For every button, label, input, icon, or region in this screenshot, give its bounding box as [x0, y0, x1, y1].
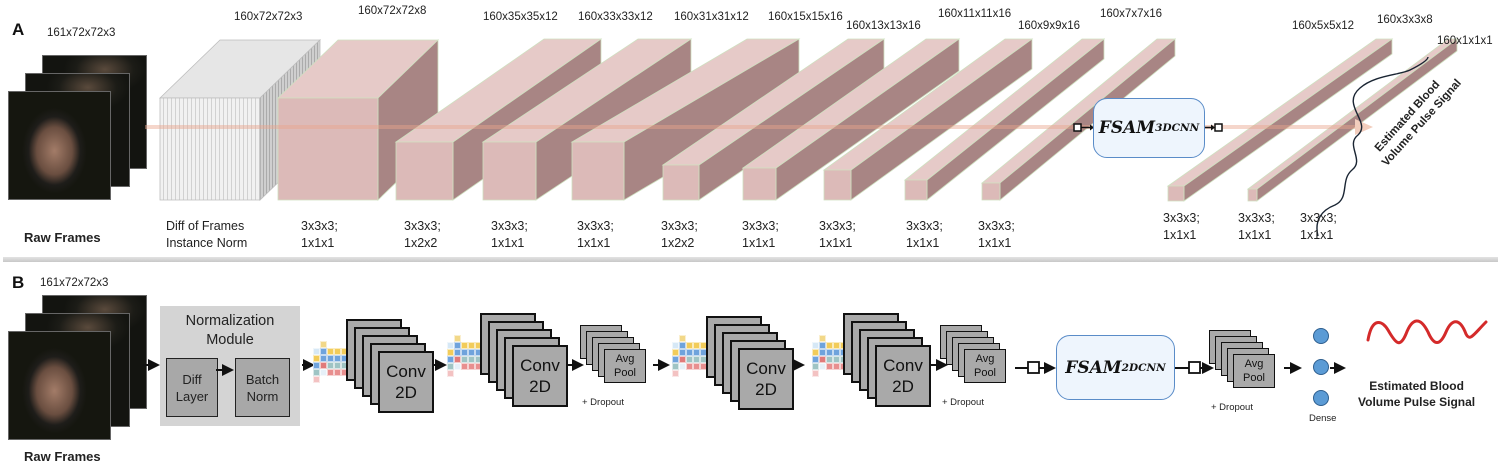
layer-shape-label: 160x7x7x16 [1100, 8, 1163, 20]
feature-map-cube-3-front [482, 141, 537, 201]
kernel-label: 3x3x3;1x1x1 [1238, 211, 1275, 242]
feature-map-cube-7-front [823, 169, 852, 201]
fsam-3d-output-node [1214, 123, 1223, 132]
feature-map-cube-10-front [1167, 185, 1185, 202]
feature-map-cube-1-front [277, 97, 379, 201]
panel-b-input-label: Raw Frames [24, 449, 101, 464]
diff-kernel-label: Diff of Frames Instance Norm [166, 219, 248, 250]
dropout-label: + Dropout [582, 397, 624, 408]
layer-shape-label: 160x31x31x12 [674, 11, 749, 23]
kernel-label: 3x3x3;1x2x2 [661, 219, 698, 250]
panel-b-output-label: Estimated Blood Volume Pulse Signal [1358, 379, 1476, 409]
layer-shape-label: 160x9x9x16 [1018, 20, 1081, 32]
panel-a-letter: A [12, 20, 25, 39]
panel-b-pulse-signal [1366, 319, 1488, 345]
layer-shape-label: 160x13x13x16 [846, 20, 921, 32]
fsam-3d-input-node [1073, 123, 1082, 132]
normalization-module-title: Normalization Module [185, 313, 275, 348]
feature-map-cube-8-front [904, 179, 928, 201]
layer-shape-label: 160x3x3x8 [1377, 14, 1433, 26]
kernel-label: 3x3x3;1x1x1 [978, 219, 1015, 250]
layer-shape-label: 160x33x33x12 [578, 11, 653, 23]
dropout-label: + Dropout [1211, 402, 1253, 413]
dense-neuron [1313, 390, 1329, 406]
feature-map-cube-11-front [1247, 188, 1258, 202]
kernel-label: 3x3x3;1x1x1 [491, 219, 528, 250]
kernel-label: 3x3x3;1x1x1 [301, 219, 338, 250]
layer-shape-label: 160x35x35x12 [483, 11, 558, 23]
panel-a-input-label: Raw Frames [24, 230, 101, 245]
fsam-2dcnn-sup: 2DCNN [1121, 361, 1166, 374]
kernel-label: 3x3x3;1x1x1 [1300, 211, 1337, 242]
kernel-label: 3x3x3;1x1x1 [906, 219, 943, 250]
diff-shape-label: 160x72x72x3 [234, 11, 303, 23]
layer-shape-label: 160x5x5x12 [1292, 20, 1355, 32]
panel-a-pulse-signal [1316, 56, 1429, 237]
face-frame-image [8, 331, 111, 440]
fsam-2dcnn-base: FSAM [1065, 357, 1122, 378]
panel-a-3dcnn-diagram [145, 38, 1459, 237]
dense-neuron [1313, 328, 1329, 344]
face-frame-image [8, 91, 111, 200]
output-shape-label: 160x1x1x1 [1437, 35, 1493, 47]
kernel-label: 3x3x3;1x1x1 [577, 219, 614, 250]
fsam-3dcnn-base: FSAM [1098, 118, 1156, 138]
panel-b-letter: B [12, 273, 25, 292]
feature-map-cube-5-front [662, 164, 700, 201]
flow-arrow-head [1355, 119, 1373, 135]
feature-map-cube-6-front [742, 167, 777, 201]
fsam-3dcnn-sup: 3DCNN [1155, 122, 1200, 134]
dense-neuron [1313, 359, 1329, 375]
feature-map-cube-4-front [571, 141, 625, 201]
kernel-label: 3x3x3;1x1x1 [1163, 211, 1200, 242]
panel-b-arrows [143, 319, 1488, 376]
kernel-label: 3x3x3;1x1x1 [742, 219, 779, 250]
fsam-2d-input-node [1027, 361, 1040, 374]
kernel-label: 3x3x3;1x1x1 [819, 219, 856, 250]
panel-b-input-shape: 161x72x72x3 [40, 277, 109, 289]
fsam-2d-output-node [1188, 361, 1201, 374]
dropout-label: + Dropout [942, 397, 984, 408]
layer-shape-label: 160x11x11x16 [938, 8, 1012, 20]
layer-shape-label: 160x15x15x16 [768, 11, 843, 23]
diff-frames-cube-front [159, 97, 261, 201]
kernel-label: 3x3x3;1x2x2 [404, 219, 441, 250]
feature-map-cube-2-front [395, 141, 454, 201]
panel-divider [3, 257, 1498, 262]
dense-label: Dense [1309, 413, 1337, 424]
feature-map-cube-9-front [981, 182, 1001, 201]
layer-shape-label: 160x72x72x8 [358, 5, 427, 17]
panel-a-input-shape: 161x72x72x3 [47, 27, 116, 39]
